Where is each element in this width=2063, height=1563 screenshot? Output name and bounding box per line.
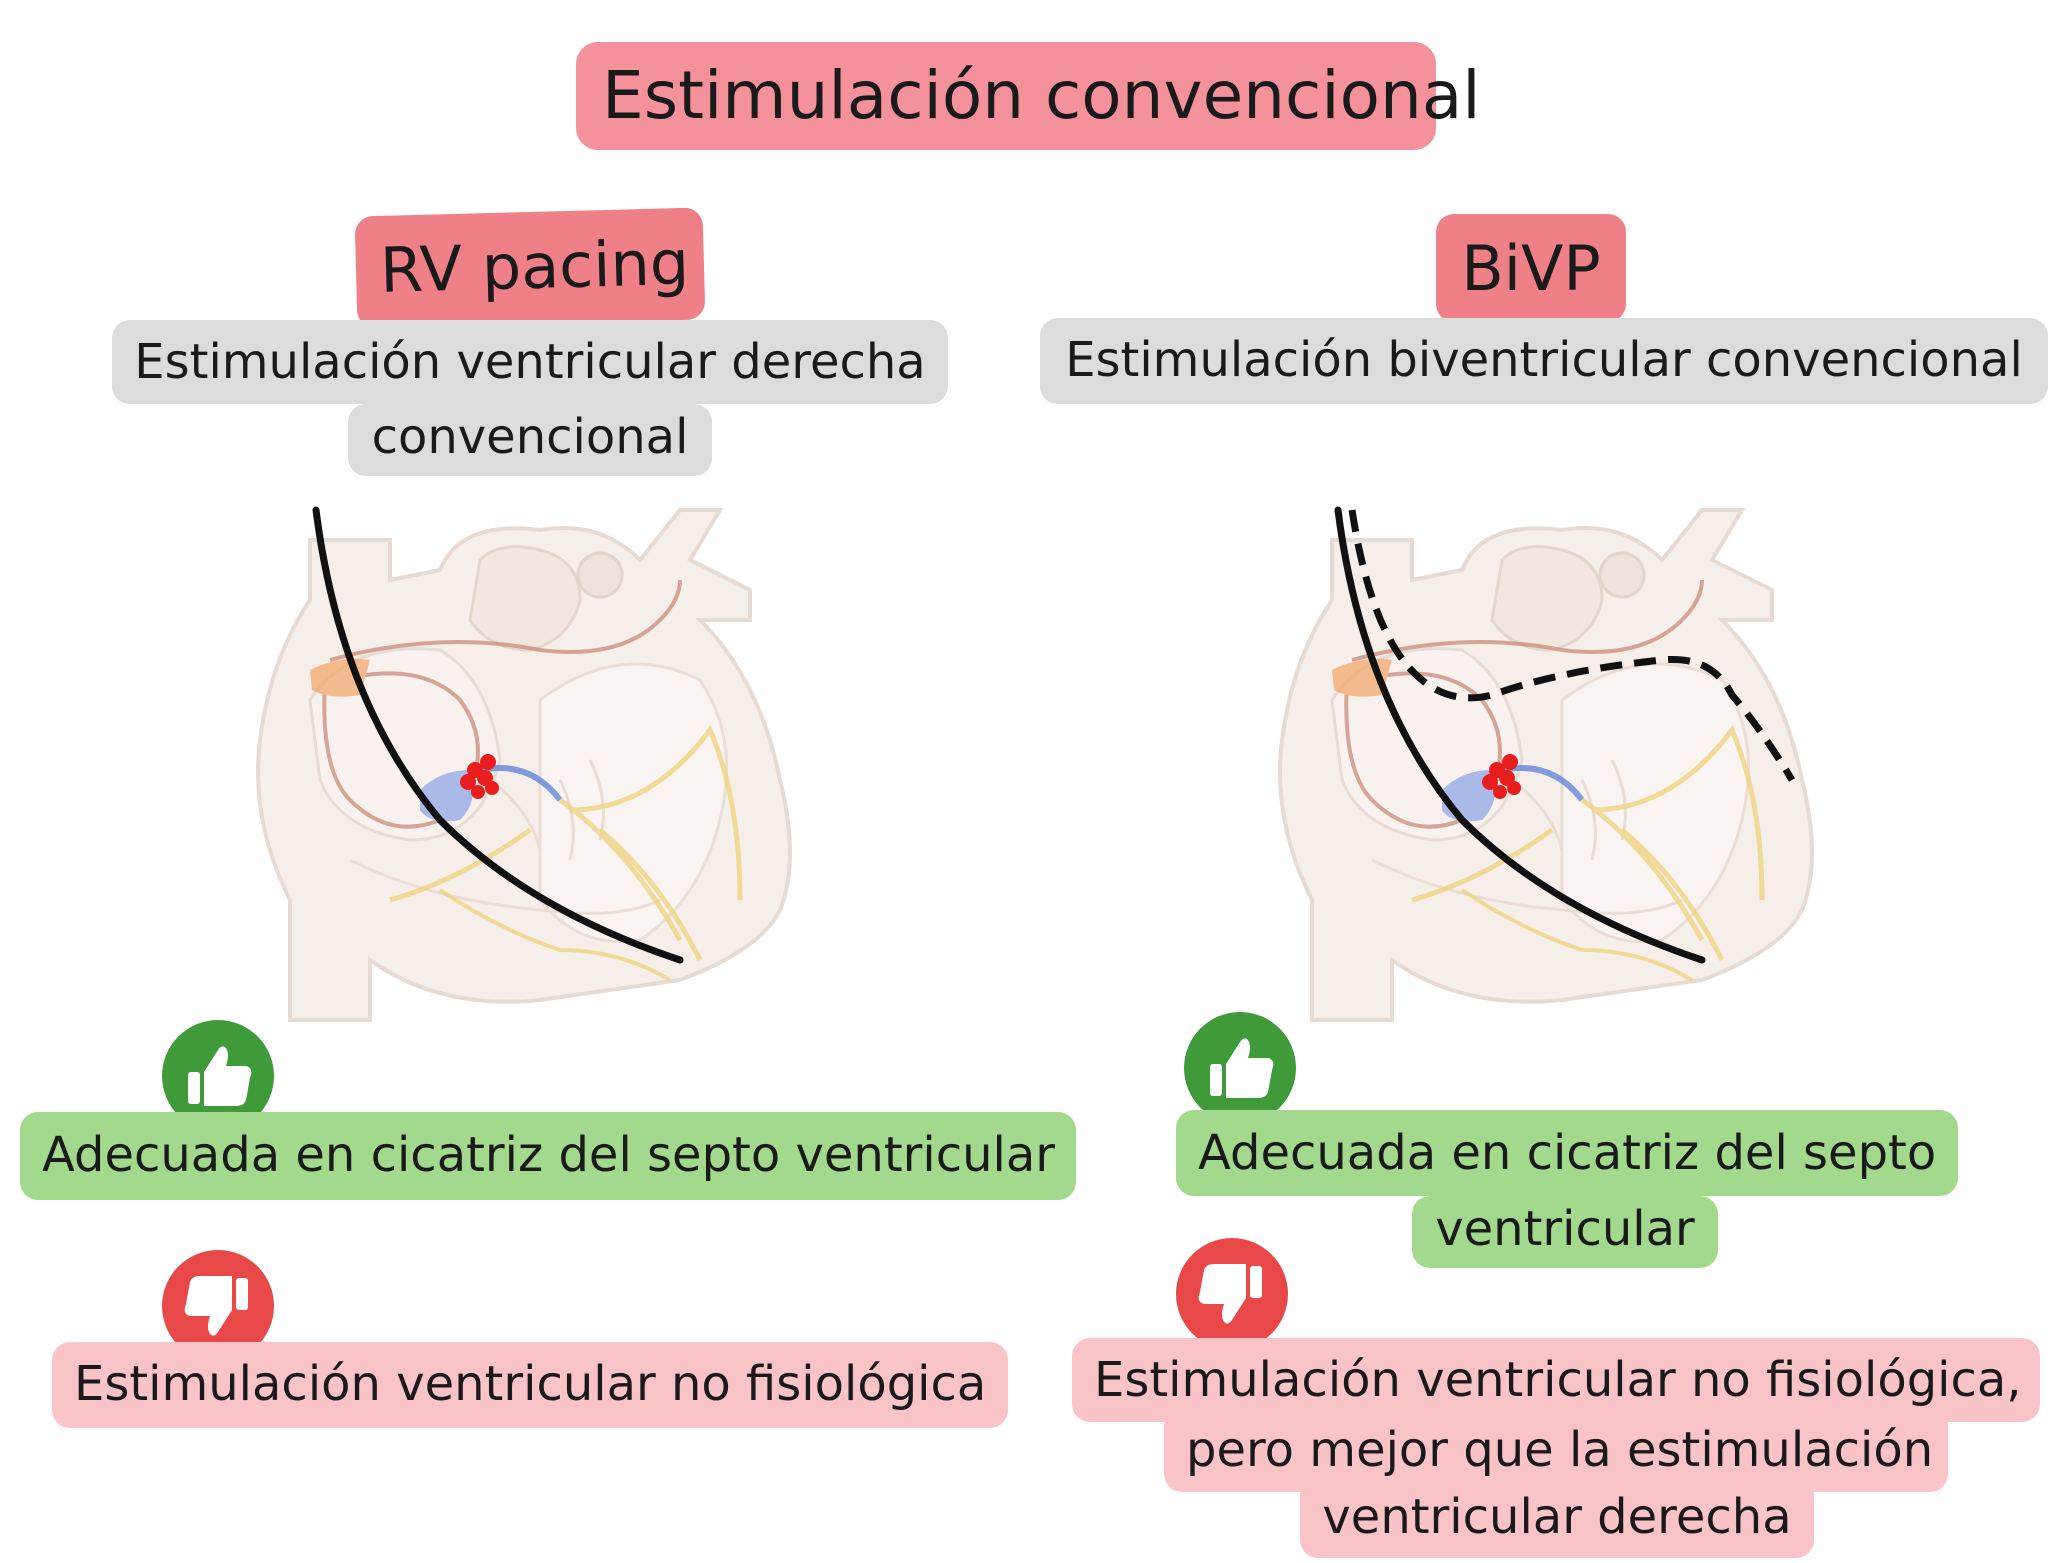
rv-pacing-heading: RV pacing — [354, 207, 706, 329]
rv-lead-line — [312, 506, 684, 964]
heart-anatomy — [256, 508, 792, 1022]
bivp-con-line-2: pero mejor que la estimulación — [1164, 1408, 1948, 1492]
thumbs-down-icon — [1176, 1238, 1288, 1350]
av-node — [460, 754, 499, 799]
bivp-subtitle: Estimulación biventricular convencional — [1040, 318, 2048, 404]
av-node — [1482, 754, 1521, 799]
conduction-paths — [310, 579, 743, 982]
bivp-pro-line-2: ventricular — [1412, 1196, 1718, 1268]
heart-anatomy — [1278, 508, 1814, 1022]
rv-pro-text: Adecuada en cicatriz del septo ventricul… — [20, 1112, 1076, 1200]
lv-lead-dashed-line — [1348, 509, 1796, 782]
thumbs-up-icon — [162, 1020, 274, 1132]
bivp-heading: BiVP — [1436, 214, 1626, 322]
rv-subtitle-line-2: convencional — [348, 404, 712, 476]
rv-pacing-heart-diagram — [256, 506, 792, 1022]
thumbs-up-icon — [1184, 1012, 1296, 1124]
thumbs-down-icon — [162, 1250, 274, 1362]
rv-con-text: Estimulación ventricular no fisiológica — [52, 1342, 1008, 1428]
bivp-pro-line-1: Adecuada en cicatriz del septo — [1176, 1110, 1958, 1196]
page-title: Estimulación convencional — [576, 42, 1481, 150]
rv-lead-line — [1334, 506, 1706, 964]
bivp-heart-diagram — [1278, 506, 1814, 1022]
rv-subtitle-line-1: Estimulación ventricular derecha — [112, 320, 948, 404]
bivp-con-line-3: ventricular derecha — [1300, 1478, 1814, 1558]
